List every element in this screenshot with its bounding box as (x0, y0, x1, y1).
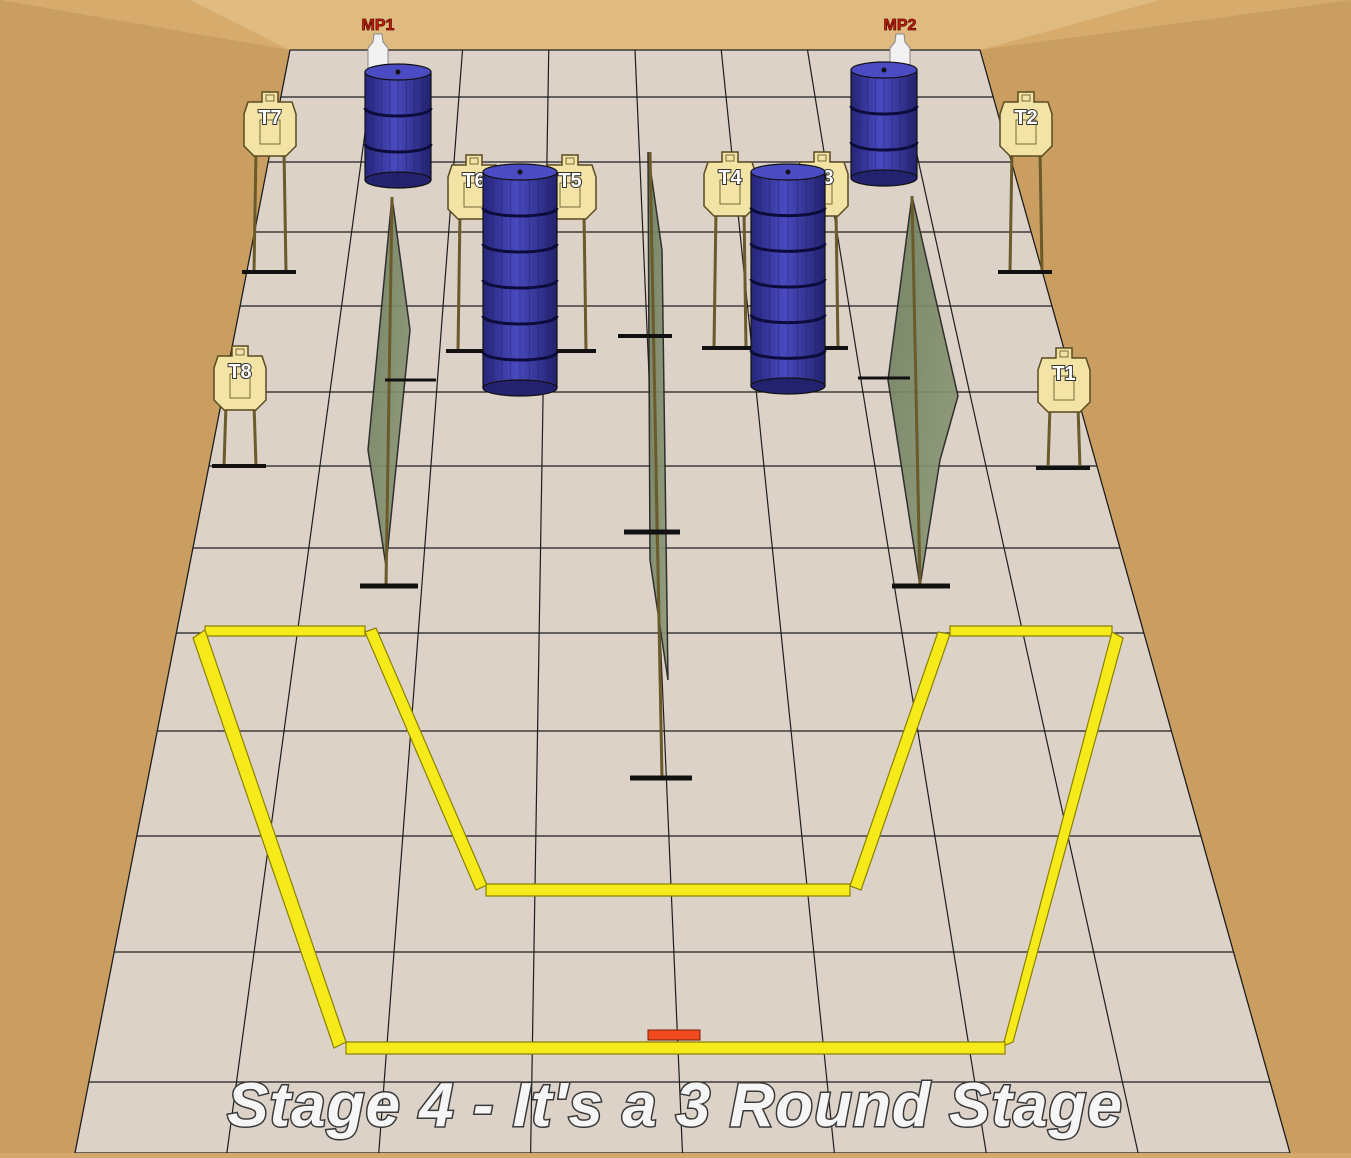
start-position-marker (648, 1030, 700, 1040)
no-shoot-label-mp1: MP1 (362, 17, 395, 34)
target-label-t2: T2 (1014, 107, 1037, 129)
barrel-stack-4 (751, 164, 825, 394)
barrel-stack-1 (365, 64, 431, 188)
target-label-t8: T8 (228, 361, 251, 383)
no-shoot-label-mp2: MP2 (884, 17, 917, 34)
barrel-stack-2 (851, 62, 917, 186)
target-label-t4: T4 (718, 167, 742, 189)
target-label-t7: T7 (258, 107, 281, 129)
target-label-t1: T1 (1052, 363, 1075, 385)
target-label-t5: T5 (558, 170, 581, 192)
stage-title: Stage 4 - It's a 3 Round Stage (227, 1071, 1123, 1140)
target-label-t6: T6 (462, 170, 485, 192)
barrel-stack-3 (483, 164, 557, 396)
